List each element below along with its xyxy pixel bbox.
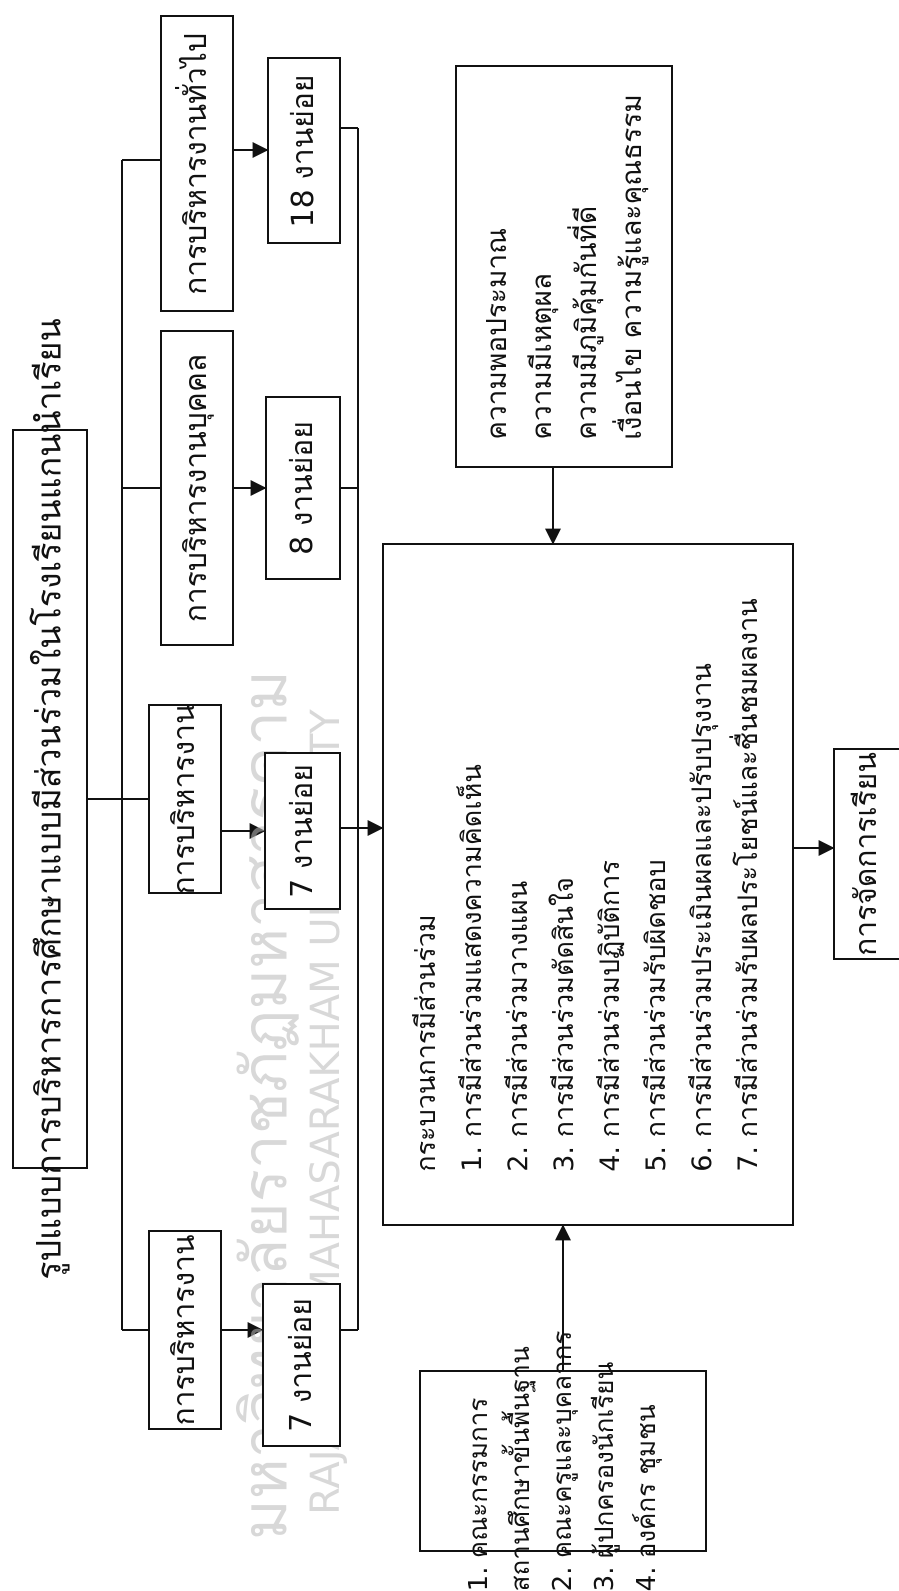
subtask-box-2: 7 งานย่อย: [264, 752, 341, 910]
participant-item: 2. คณะครูและบุคลากร: [548, 1330, 578, 1591]
area-label: การบริหารงานบุคคล: [178, 353, 214, 623]
process-item: 4. การมีส่วนร่วมปฏิบัติการ: [595, 859, 626, 1172]
subtask-label: 8 งานย่อย: [284, 421, 320, 555]
outcome-label: การจัดการเรียน: [848, 752, 884, 956]
subtask-box-4: 18 งานย่อย: [267, 57, 341, 244]
process-item: 3. การมีส่วนร่วมตัดสินใจ: [549, 876, 580, 1172]
outcome-box: การจัดการเรียน: [833, 748, 899, 960]
title-box: รูปแบบการบริหารการศึกษาแบบมีส่วนร่วมในโร…: [12, 318, 88, 1280]
area-box-general: การบริหารงานทั่วไป: [160, 15, 234, 312]
process-heading: กระบวนการมีส่วนร่วม: [411, 913, 442, 1172]
principle-item: เงื่อนไข ความรู้และคุณธรรม: [615, 93, 648, 440]
participants-box: 1. คณะกรรมการ สถานศึกษาขั้นพื้นฐาน 2. คณ…: [419, 1331, 707, 1591]
process-item: 1. การมีส่วนร่วมแสดงความคิดเห็น: [457, 763, 488, 1172]
area-box-personnel: การบริหารงานบุคคล: [160, 330, 234, 646]
area-box-academic-1: การบริหารงาน: [148, 1230, 222, 1430]
subtask-label: 7 งานย่อย: [283, 1298, 319, 1432]
subtask-box-1: 7 งานย่อย: [262, 1283, 341, 1447]
process-item: 6. การมีส่วนร่วมประเมินผลและปรับปรุงงาน: [687, 662, 718, 1172]
area-box-academic-2: การบริหารงาน: [148, 703, 222, 895]
process-item: 5. การมีส่วนร่วมรับผิดชอบ: [641, 858, 672, 1172]
subtask-label: 7 งานย่อย: [284, 764, 320, 898]
area-label: การบริหารงาน: [166, 703, 202, 895]
subtask-label: 18 งานย่อย: [285, 74, 321, 227]
participant-item: สถานศึกษาขั้นพื้นฐาน: [506, 1346, 536, 1591]
participants-list: 1. คณะกรรมการ สถานศึกษาขั้นพื้นฐาน 2. คณ…: [458, 1331, 668, 1591]
participant-item: 4. องค์กร ชุมชน: [632, 1404, 662, 1591]
process-item: 7. การมีส่วนร่วมรับผลประโยชน์และชื่นชมผล…: [733, 597, 764, 1172]
process-box: กระบวนการมีส่วนร่วม 1. การมีส่วนร่วมแสดง…: [382, 543, 794, 1226]
diagram-title: รูปแบบการบริหารการศึกษาแบบมีส่วนร่วมในโร…: [29, 318, 70, 1280]
process-item: 2. การมีส่วนร่วมวางแผน: [503, 880, 534, 1172]
area-label: การบริหารงานทั่วไป: [178, 32, 214, 295]
principle-item: ความพอประมาณ: [480, 227, 513, 440]
principles-list: ความพอประมาณ ความมีเหตุผล ความมีภูมิคุ้ม…: [474, 94, 654, 440]
principle-item: ความมีเหตุผล: [525, 272, 558, 440]
area-label: การบริหารงาน: [166, 1234, 202, 1426]
principle-item: ความมีภูมิคุ้มกันที่ดี: [570, 205, 603, 440]
process-list: กระบวนการมีส่วนร่วม 1. การมีส่วนร่วมแสดง…: [404, 598, 772, 1172]
participant-item: 1. คณะกรรมการ: [464, 1397, 494, 1591]
principles-box: ความพอประมาณ ความมีเหตุผล ความมีภูมิคุ้ม…: [455, 65, 673, 468]
subtask-box-3: 8 งานย่อย: [265, 396, 341, 580]
participant-item: 3. ผู้ปกครองนักเรียน: [590, 1361, 620, 1591]
